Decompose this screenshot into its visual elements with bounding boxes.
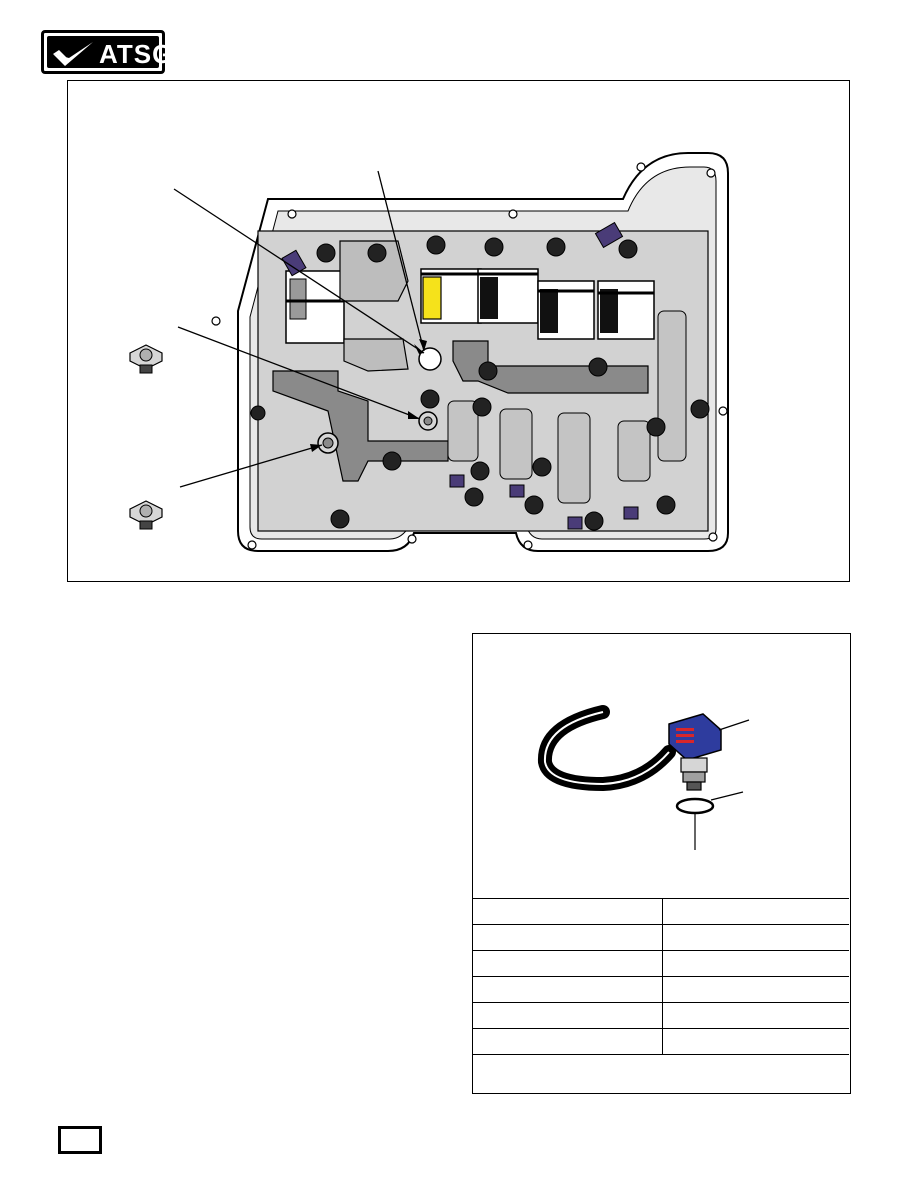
table-cell [473, 1028, 663, 1055]
table-row [473, 924, 849, 951]
table-cell [662, 1002, 849, 1029]
table-cell [662, 1028, 849, 1055]
table-cell [662, 950, 849, 977]
table-row [473, 950, 849, 977]
gray-plate [272, 370, 449, 482]
pressure-switch-icon [129, 344, 163, 374]
yellow-solenoid [422, 276, 442, 320]
valve-body-bolts [250, 235, 710, 531]
valve-body-illustration [129, 152, 729, 552]
page-number-box [58, 1126, 102, 1154]
table-cell [473, 976, 663, 1003]
table-note-row [473, 1054, 849, 1090]
table-cell [473, 924, 663, 951]
atsg-logo: ATSG [41, 30, 172, 74]
sensor-spec-panel [472, 633, 851, 1094]
sensor-callouts [694, 719, 750, 850]
purple-connector [594, 221, 624, 249]
table-cell [473, 1002, 663, 1029]
table-note [473, 1054, 849, 1090]
checkmark-icon [53, 42, 93, 66]
pressure-switch-icon [129, 500, 163, 530]
sensor-illustration [537, 705, 750, 850]
table-cell [473, 950, 663, 977]
spec-table [473, 898, 849, 1090]
table-row [473, 976, 849, 1003]
table-cell [662, 898, 849, 925]
red-terminals [676, 728, 694, 743]
gasket-holes [211, 162, 728, 550]
table-cell [662, 976, 849, 1003]
logo-background: ATSG [47, 36, 172, 69]
valve-body-figure [67, 80, 850, 582]
blue-connector [668, 713, 722, 761]
table-cell [473, 898, 663, 925]
table-row [473, 1002, 849, 1029]
table-row [473, 898, 849, 925]
callout-arrowheads [310, 339, 427, 452]
table-row [473, 1028, 849, 1055]
callout-lines [173, 170, 425, 488]
table-cell [662, 924, 849, 951]
logo-text: ATSG [99, 39, 174, 69]
o-ring [675, 797, 715, 815]
gray-plate [452, 340, 649, 394]
